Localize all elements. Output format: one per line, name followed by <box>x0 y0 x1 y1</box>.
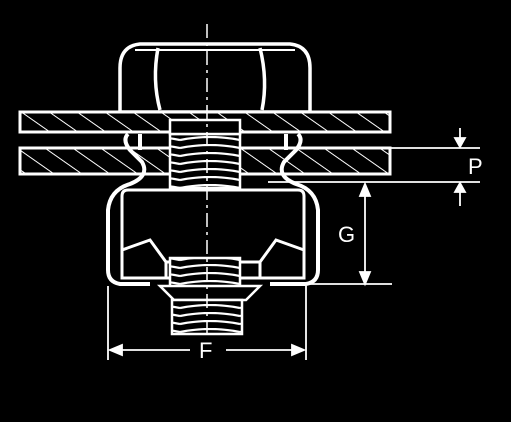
dimension-f-label: F <box>199 338 212 363</box>
dimension-g <box>296 181 392 287</box>
dimension-p <box>268 128 480 206</box>
dimension-g-label: G <box>338 222 355 247</box>
bolt-head <box>118 42 312 114</box>
dimension-p-label: P <box>468 154 483 179</box>
bolt-threads-upper <box>168 118 242 190</box>
dimension-f <box>107 286 307 360</box>
